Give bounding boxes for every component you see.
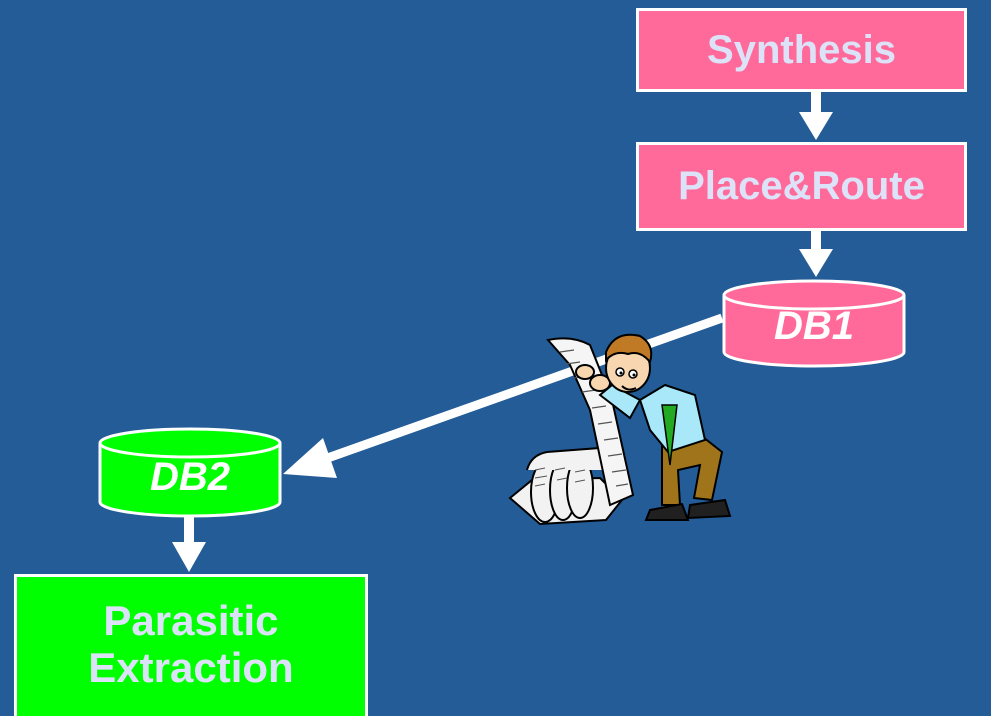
place-route-box: Place&Route xyxy=(636,142,967,231)
arrow-synthesis-to-place-route xyxy=(799,92,833,140)
parasitic-extraction-box: Parasitic Extraction xyxy=(14,574,368,716)
arrow-place-route-to-db1 xyxy=(799,231,833,277)
db1-label: DB1 xyxy=(773,304,855,348)
parasitic-label-line2: Extraction xyxy=(88,644,294,691)
arrow-db1-to-db2 xyxy=(283,313,724,478)
man-reading-scroll-illustration xyxy=(508,333,732,526)
man-torso xyxy=(638,383,707,466)
place-route-label: Place&Route xyxy=(678,164,925,208)
db2-cylinder xyxy=(98,427,282,518)
db2-label: DB2 xyxy=(149,455,231,499)
arrow-db2-to-parasitic xyxy=(172,516,206,572)
synthesis-box: Synthesis xyxy=(636,8,967,92)
synthesis-label: Synthesis xyxy=(707,27,896,72)
man-hand xyxy=(575,364,595,380)
parasitic-label-line1: Parasitic xyxy=(103,596,279,644)
scroll-pile xyxy=(508,446,624,526)
man-head xyxy=(605,333,653,393)
db1-cylinder xyxy=(722,279,906,368)
